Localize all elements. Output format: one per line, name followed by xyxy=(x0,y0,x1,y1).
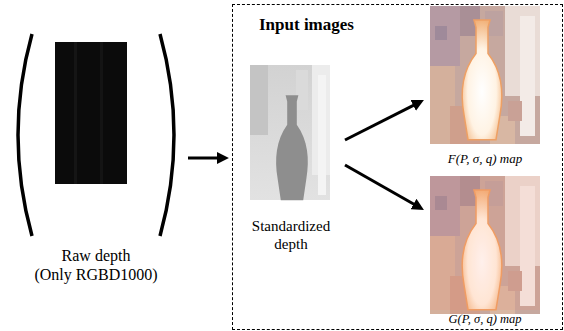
g-map-tint xyxy=(430,176,540,310)
arrow-connector xyxy=(188,157,221,160)
image-caption: Standardized depth xyxy=(241,217,341,253)
image-node: G(P, σ, q) map xyxy=(427,175,543,327)
image-node: F(P, σ, q) map xyxy=(427,5,543,167)
arrow-connector xyxy=(345,104,417,140)
image-caption: Raw depth (Only RGBD1000) xyxy=(8,246,184,284)
g-map-image xyxy=(430,176,540,314)
depth-region xyxy=(296,70,308,110)
depth-region xyxy=(250,65,268,135)
standardized-depth-image xyxy=(250,65,330,200)
right-parenthesis xyxy=(160,34,174,236)
image-node: Standardized depth xyxy=(241,63,341,253)
left-parenthesis xyxy=(18,34,32,236)
image-area xyxy=(8,34,184,246)
group-title: Input images xyxy=(259,15,562,35)
image-caption: F(P, σ, q) map xyxy=(427,151,543,167)
group-box: Standardized depth F(P, σ, q) mapG(P, σ, … xyxy=(232,4,563,330)
image-node: Raw depth (Only RGBD1000) xyxy=(8,34,184,284)
raw-depth-stripe xyxy=(100,42,103,184)
raw-depth-image xyxy=(55,42,127,184)
depth-background xyxy=(250,65,330,200)
depth-region xyxy=(318,75,326,195)
image-area xyxy=(241,63,341,203)
image-caption: G(P, σ, q) map xyxy=(427,312,543,327)
image-area xyxy=(427,5,543,147)
arrow-connector xyxy=(345,165,417,206)
f-map-image xyxy=(430,6,540,144)
vase-depth xyxy=(276,95,308,200)
image-area xyxy=(427,175,543,311)
raw-depth-stripe xyxy=(74,42,77,184)
